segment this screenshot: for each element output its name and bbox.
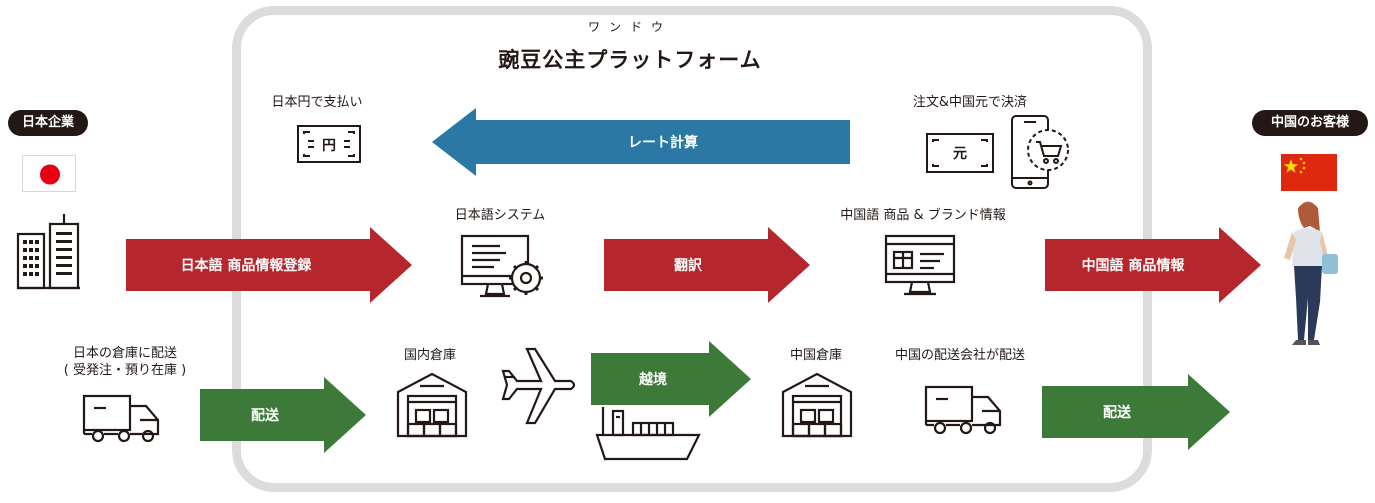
jp-warehouse-delivery-sublabel: ( 受発注・預り在庫 ) <box>63 363 187 378</box>
yen-glyph: 円 <box>322 138 336 154</box>
cn-product-info-label: 中国語 商品情報 <box>1081 258 1185 274</box>
china-flag-icon <box>1281 154 1337 191</box>
monitor-gear-icon <box>460 234 550 300</box>
translate-label: 翻訳 <box>674 258 702 274</box>
delivery-truck-icon <box>82 394 162 444</box>
china-warehouse-label: 中国倉庫 <box>789 348 842 363</box>
delivery-arrow-2 <box>1042 374 1230 450</box>
cross-border-label: 越境 <box>639 372 667 388</box>
china-delivery-company-label: 中国の配送会社が配送 <box>894 348 1025 363</box>
yen-banknote-icon <box>296 124 362 164</box>
jp-warehouse-delivery-label: 日本の倉庫に配送 <box>72 346 177 361</box>
china-customer-badge: 中国のお客様 <box>1252 110 1368 136</box>
cargo-ship-icon <box>595 405 701 461</box>
cn-product-info-arrow <box>1045 227 1261 303</box>
office-building-icon <box>16 212 82 290</box>
warehouse-icon-china <box>781 372 853 438</box>
rate-calc-label: レート計算 <box>628 135 698 151</box>
translate-arrow <box>604 227 810 303</box>
cny-payment-label: 注文&中国元で決済 <box>912 95 1028 110</box>
yuan-glyph: 元 <box>953 146 967 162</box>
product-webpage-icon <box>884 234 956 298</box>
jp-product-info-arrow <box>126 227 412 303</box>
yuan-banknote-icon <box>925 132 995 174</box>
smartphone-cart-icon <box>1008 114 1072 192</box>
woman-shopper-icon <box>1270 198 1350 348</box>
delivery-label-2: 配送 <box>1103 405 1131 421</box>
jp-system-label: 日本語システム <box>454 208 546 223</box>
cross-border-arrow <box>591 341 751 417</box>
delivery-label-1: 配送 <box>251 408 279 424</box>
japan-flag-icon <box>22 155 76 192</box>
delivery-truck-icon-china <box>924 385 1004 437</box>
airplane-icon <box>497 345 579 427</box>
jp-product-info-label: 日本語 商品情報登録 <box>180 258 312 274</box>
japan-company-badge: 日本企業 <box>8 110 88 136</box>
cn-brand-info-label: 中国語 商品 & ブランド情報 <box>840 208 1006 223</box>
jpy-payment-label: 日本円で支払い <box>271 95 363 110</box>
rate-calc-arrow <box>432 108 850 176</box>
platform-ruby: ワンドウ <box>587 20 672 34</box>
domestic-warehouse-label: 国内倉庫 <box>403 348 456 363</box>
platform-title: 豌豆公主プラットフォーム <box>498 48 762 72</box>
warehouse-icon <box>396 372 468 438</box>
delivery-arrow-1 <box>200 377 366 453</box>
